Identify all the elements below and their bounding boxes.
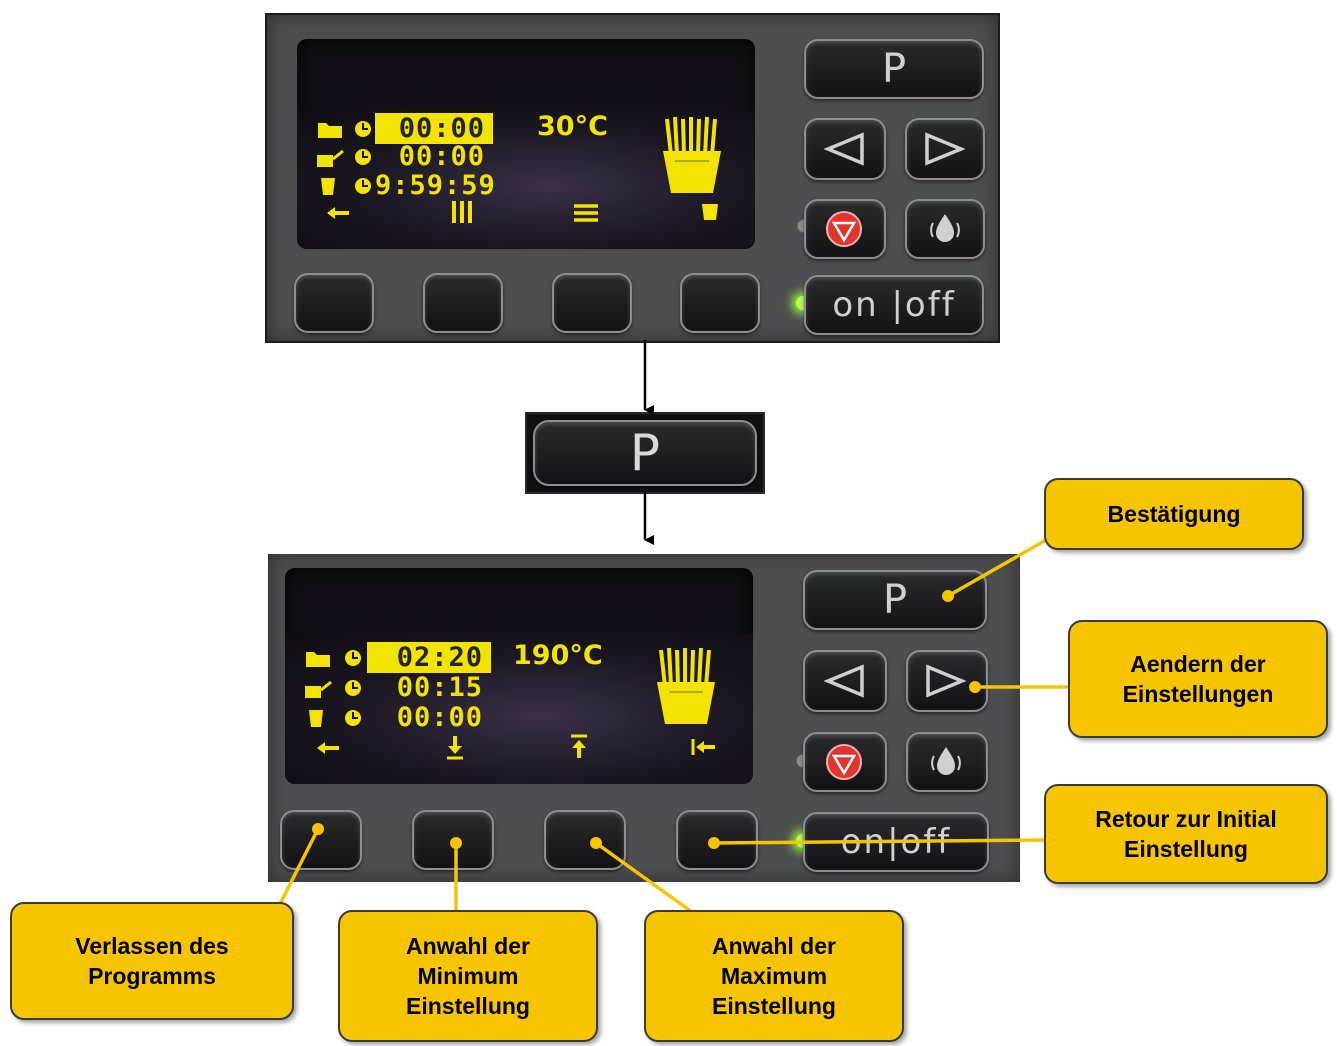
menu-icon: [574, 204, 598, 222]
fries-icon: [657, 647, 715, 724]
leader-exit: [278, 828, 320, 905]
basket-icon: [305, 680, 332, 698]
clock-icon: [355, 178, 371, 194]
clock-icon: [345, 680, 361, 696]
bottom-time-row1: 02:20: [367, 642, 491, 673]
top-onoff-button[interactable]: on |off: [804, 275, 984, 335]
basket-icon: [317, 149, 344, 167]
p-button[interactable]: P: [533, 420, 757, 486]
leader-dot: [590, 837, 602, 849]
cup-icon: [321, 178, 335, 195]
top-softkey-3[interactable]: [552, 273, 632, 333]
clock-icon: [355, 121, 371, 137]
top-softkey-4[interactable]: [680, 273, 760, 333]
bottom-temperature: 190°C: [513, 640, 603, 671]
clock-icon: [355, 149, 371, 165]
leader-dot: [312, 823, 324, 835]
bottom-left-button[interactable]: [803, 650, 887, 712]
clock-icon: [345, 650, 361, 666]
bottom-time-row2: 00:15: [396, 672, 483, 703]
top-time-row3: 9:59:59: [375, 170, 496, 201]
exit-arrow-icon: [327, 207, 349, 219]
bottom-p-button[interactable]: P: [803, 570, 987, 630]
drop-icon: [931, 747, 961, 775]
callout-confirm: Bestätigung: [1044, 478, 1304, 550]
top-temperature: 30°C: [537, 111, 608, 142]
leader-dot: [450, 837, 462, 849]
top-stop-button[interactable]: [804, 199, 886, 259]
bottom-softkey-exit[interactable]: [280, 810, 362, 870]
right-arrow-icon: [926, 664, 966, 698]
reset-icon: [691, 739, 715, 755]
leader-confirm: [947, 538, 1047, 598]
folder-icon: [306, 652, 330, 667]
top-time-row1: 00:00: [375, 113, 493, 144]
top-lcd-screen: 00:00 00:00 9:59:59 30°C: [297, 39, 755, 249]
bottom-lcd-screen: 02:20 00:15 00:00 190°C: [285, 568, 753, 784]
cup-icon: [702, 204, 718, 220]
stop-icon: [826, 744, 862, 780]
shake-icon: [452, 201, 472, 223]
leader-dot: [969, 681, 981, 693]
folder-icon: [318, 123, 342, 138]
leader-reset: [713, 838, 1047, 845]
bottom-drop-button[interactable]: [906, 732, 988, 792]
bottom-control-panel: 02:20 00:15 00:00 190°C P on|o: [268, 554, 1020, 882]
clock-icon: [345, 710, 361, 726]
top-right-button[interactable]: [905, 118, 985, 180]
left-arrow-icon: [824, 132, 864, 166]
right-arrow-icon: [925, 132, 965, 166]
fries-icon: [663, 116, 721, 193]
top-control-panel: 00:00 00:00 9:59:59 30°C P: [265, 13, 1000, 343]
top-p-button[interactable]: P: [804, 39, 984, 99]
top-left-button[interactable]: [804, 118, 886, 180]
leader-max: [594, 841, 694, 914]
bottom-softkey-max[interactable]: [544, 810, 626, 870]
bottom-time-row3: 00:00: [396, 702, 483, 733]
stop-icon: [826, 211, 862, 247]
bottom-right-button[interactable]: [906, 650, 988, 712]
exit-arrow-icon: [317, 742, 339, 754]
top-softkey-2[interactable]: [423, 273, 503, 333]
bottom-stop-button[interactable]: [803, 732, 887, 792]
top-time-row2: 00:00: [398, 141, 485, 172]
cup-icon: [309, 710, 323, 727]
min-icon: [447, 736, 463, 760]
max-icon: [571, 734, 587, 758]
drop-icon: [930, 214, 960, 242]
leader-dot: [942, 590, 954, 602]
leader-dot: [708, 837, 720, 849]
left-arrow-icon: [824, 664, 864, 698]
p-button-illustration: P: [525, 412, 765, 494]
top-softkey-1[interactable]: [294, 273, 374, 333]
top-drop-button[interactable]: [905, 199, 985, 259]
